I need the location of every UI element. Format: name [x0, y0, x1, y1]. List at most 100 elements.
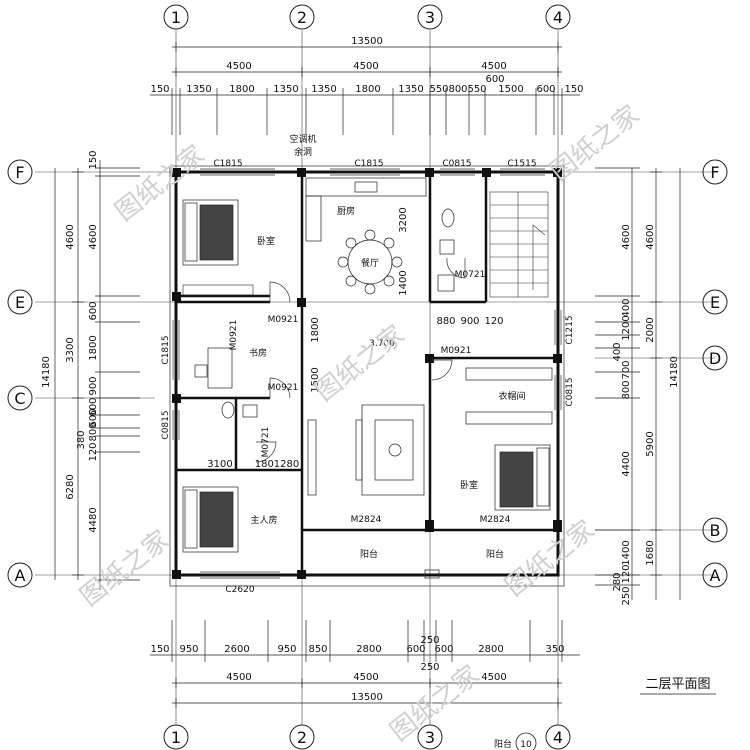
ac-label-2: 余洞: [294, 146, 312, 158]
bottom-small-b: 250: [420, 662, 439, 673]
inner-dim-1800: 1800: [310, 317, 321, 342]
axis-bottom-1: 1: [171, 728, 181, 747]
room-balcony-b: 阳台: [486, 548, 504, 560]
bottom-note: 阳台: [494, 738, 512, 750]
bottom-bay-3: 4500: [481, 672, 506, 683]
bottom-bay-1: 4500: [226, 672, 251, 683]
left-inner-1: 4600: [88, 224, 99, 249]
left-inner-3: 1800: [88, 335, 99, 360]
bottom-detail-7: 600: [434, 644, 453, 655]
closet-strip: [182, 284, 254, 296]
right-inner-6: 4400: [621, 451, 632, 476]
axis-top-2: 2: [297, 8, 307, 27]
bottom-dimension-lines: [150, 620, 580, 708]
axis-right-f: F: [710, 163, 719, 182]
inner-dim-1400: 1400: [398, 270, 409, 295]
bottom-detail-0: 150: [150, 644, 169, 655]
axis-right-a: A: [710, 566, 721, 585]
inner-dim-900: 900: [460, 316, 479, 327]
bottom-detail-8: 2800: [478, 644, 503, 655]
top-extra-dim: 600: [485, 74, 504, 85]
code-m0921-b: M0921: [229, 320, 239, 351]
right-inner-10: 250: [621, 586, 632, 605]
right-inner-9: 120: [621, 564, 632, 583]
watermark-5: 图纸之家: [500, 515, 600, 603]
left-inner-0: 150: [88, 150, 99, 169]
left-inner-8: 800: [88, 422, 99, 441]
code-m0921-d: M0921: [441, 346, 472, 356]
code-m0721-b: M0721: [261, 427, 271, 458]
bed-master: [182, 486, 239, 553]
top-dimension-lines: [150, 42, 580, 135]
kitchen-counter: [305, 177, 427, 242]
left-inner-5: 600: [88, 397, 99, 416]
inner-dim-120: 120: [484, 316, 503, 327]
axis-bottom-2: 2: [297, 728, 307, 747]
axis-top-1: 1: [171, 8, 181, 27]
bottom-detail-2: 2600: [224, 644, 249, 655]
top-bay-2: 4500: [353, 61, 378, 72]
bottom-detail-6: 600: [406, 644, 425, 655]
bottom-small-a: 250: [420, 635, 439, 646]
code-c1815-b: C1815: [354, 159, 383, 169]
top-detail-7: 550: [429, 84, 448, 95]
top-detail-10: 1500: [498, 84, 523, 95]
code-c1815-left: C1815: [161, 335, 171, 364]
axis-right-e: E: [710, 293, 720, 312]
code-c0815-left: C0815: [161, 410, 171, 439]
study-desk: [194, 347, 233, 389]
left-inner-2: 600: [88, 301, 99, 320]
top-detail-6: 1350: [398, 84, 423, 95]
code-c0815-a: C0815: [442, 159, 471, 169]
room-study: 书房: [249, 347, 267, 359]
code-c1215: C1215: [565, 315, 575, 344]
bathroom-fixtures: [221, 208, 455, 419]
axis-bubbles-side: [7, 159, 728, 588]
axis-top-3: 3: [425, 8, 435, 27]
right-outer-3: 1680: [645, 540, 656, 565]
bottom-detail-1: 950: [179, 644, 198, 655]
top-detail-1: 1350: [186, 84, 211, 95]
room-dining: 餐厅: [361, 257, 379, 269]
code-m2824-a: M2824: [351, 515, 382, 525]
staircase: [489, 191, 549, 298]
room-master: 主人房: [250, 514, 277, 526]
wardrobe: [465, 367, 553, 425]
top-bay-1: 4500: [226, 61, 251, 72]
top-detail-11: 600: [536, 84, 555, 95]
axis-left-f: F: [15, 163, 24, 182]
code-c0815-right: C0815: [565, 377, 575, 406]
top-total-dim: 13500: [351, 36, 383, 47]
top-detail-8: 800: [448, 84, 467, 95]
dining-table: [337, 229, 403, 295]
right-inner-5: 800: [621, 380, 632, 399]
bottom-detail-4: 850: [308, 644, 327, 655]
code-m0721-a: M0721: [455, 270, 486, 280]
right-inner-8: 280: [612, 572, 623, 591]
left-inner-7: 120: [88, 442, 99, 461]
top-detail-2: 1800: [229, 84, 254, 95]
watermark-1: 图纸之家: [110, 140, 210, 228]
bottom-detail-3: 950: [277, 644, 296, 655]
left-outer-1: 3300: [65, 337, 76, 362]
code-c2620: C2620: [225, 585, 254, 595]
axis-left-a: A: [15, 566, 26, 585]
exterior-walls: [174, 170, 560, 577]
sofa-set: [307, 404, 425, 496]
right-inner-1: 1200: [621, 315, 632, 340]
bottom-note-num: 10: [520, 740, 532, 750]
room-kitchen: 厨房: [337, 205, 355, 217]
inner-dim-1500: 1500: [310, 367, 321, 392]
door-swings: [255, 257, 466, 463]
inner-dim-880: 880: [436, 316, 455, 327]
axis-top-4: 4: [553, 8, 563, 27]
bed-se: [494, 444, 551, 511]
left-outer-0: 4600: [65, 224, 76, 249]
room-bedroom-nw: 卧室: [257, 235, 275, 247]
bottom-bay-2: 4500: [353, 672, 378, 683]
left-inner-6: 380: [76, 430, 87, 449]
axis-bottom-4: 4: [553, 728, 563, 747]
right-inner-0: 4600: [621, 224, 632, 249]
axis-bottom-3: 3: [425, 728, 435, 747]
